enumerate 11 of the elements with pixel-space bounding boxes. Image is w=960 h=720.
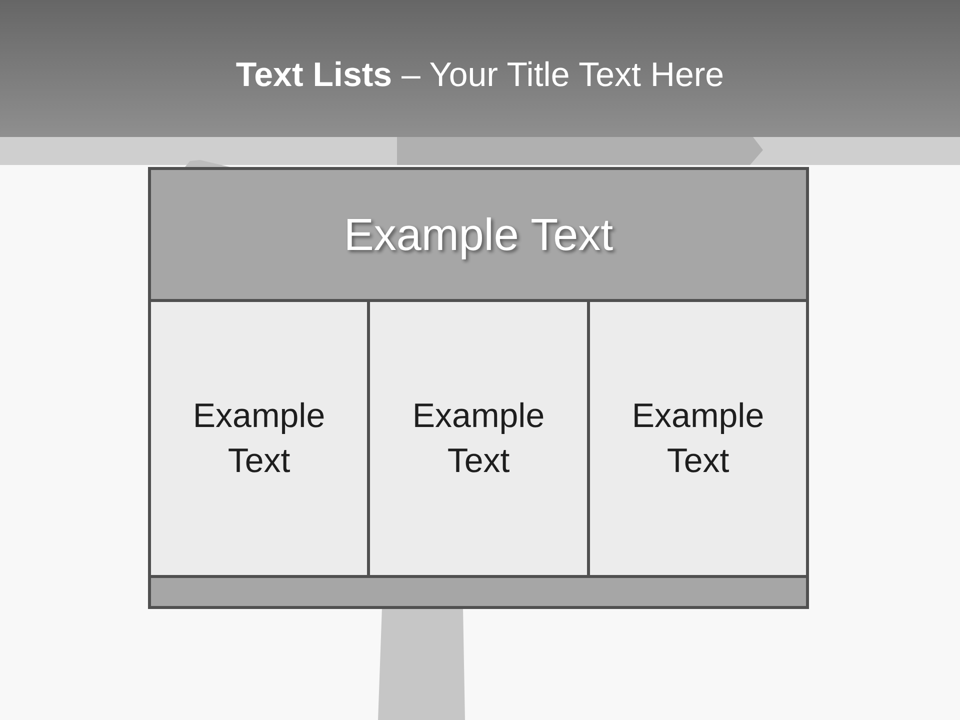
text-panel: [590, 302, 806, 575]
panel-text: Example Text: [192, 396, 326, 482]
signboard: [148, 167, 809, 609]
text-panel: [370, 302, 587, 575]
title-text: Text Lists – Your Title Text Here: [234, 55, 726, 96]
panel-text: Example Text: [630, 396, 766, 482]
header-band: [151, 170, 806, 299]
text-panel: [151, 302, 367, 575]
footer-bar: [151, 578, 806, 606]
panel-text: Example Text: [411, 396, 546, 482]
header-text: Example Text: [344, 208, 614, 260]
